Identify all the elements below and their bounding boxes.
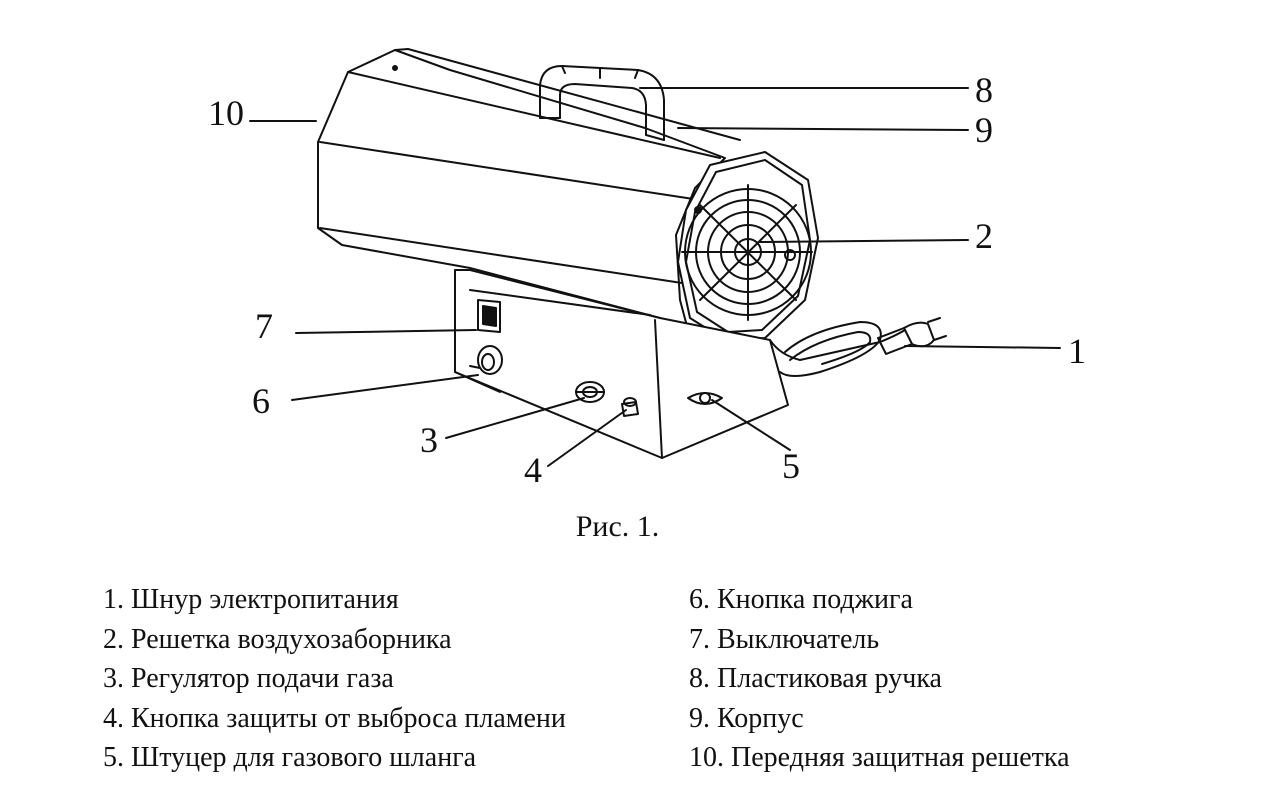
housing-body	[317, 48, 741, 331]
legend-right-column: 6. Кнопка поджига 7. Выключатель 8. Плас…	[689, 580, 1070, 778]
legend-item: 1. Шнур электропитания	[103, 584, 399, 615]
handle-icon	[539, 65, 665, 141]
legend-item: 2. Решетка воздухозаборника	[103, 623, 452, 655]
figure-caption: Рис. 1.	[575, 510, 660, 543]
callout-1: 1	[1068, 331, 1086, 371]
legend-item: 7. Выключатель	[689, 623, 880, 655]
legend-item: 10. Передняя защитная решетка	[689, 742, 1070, 773]
heater-diagram	[249, 48, 1061, 467]
legend-left-column: 1. Шнур электропитания 2. Решетка воздух…	[103, 580, 566, 778]
ignition-button-icon	[469, 345, 503, 375]
callout-2: 2	[975, 216, 993, 256]
callout-6: 6	[252, 381, 270, 421]
legend-item: 3. Регулятор подачи газа	[103, 663, 394, 694]
base-housing	[454, 269, 789, 459]
callout-9: 9	[975, 110, 993, 150]
callout-8: 8	[975, 70, 993, 110]
callout-5: 5	[782, 446, 800, 486]
callout-3: 3	[420, 420, 438, 460]
legend-item: 5. Штуцер для газового шланга	[103, 742, 477, 773]
callout-10: 10	[208, 93, 244, 133]
gas-fitting-icon	[687, 392, 723, 405]
front-grille	[677, 151, 819, 341]
legend-item: 4. Кнопка защиты от выброса пламени	[103, 702, 566, 734]
switch-icon	[477, 299, 501, 333]
callout-4: 4	[524, 450, 542, 490]
gas-regulator-icon	[575, 381, 605, 403]
callout-7: 7	[255, 306, 273, 346]
legend-item: 6. Кнопка поджига	[689, 584, 913, 615]
legend-item: 8. Пластиковая ручка	[689, 663, 942, 694]
legend-item: 9. Корпус	[689, 702, 804, 734]
leader-lines	[249, 87, 1061, 467]
